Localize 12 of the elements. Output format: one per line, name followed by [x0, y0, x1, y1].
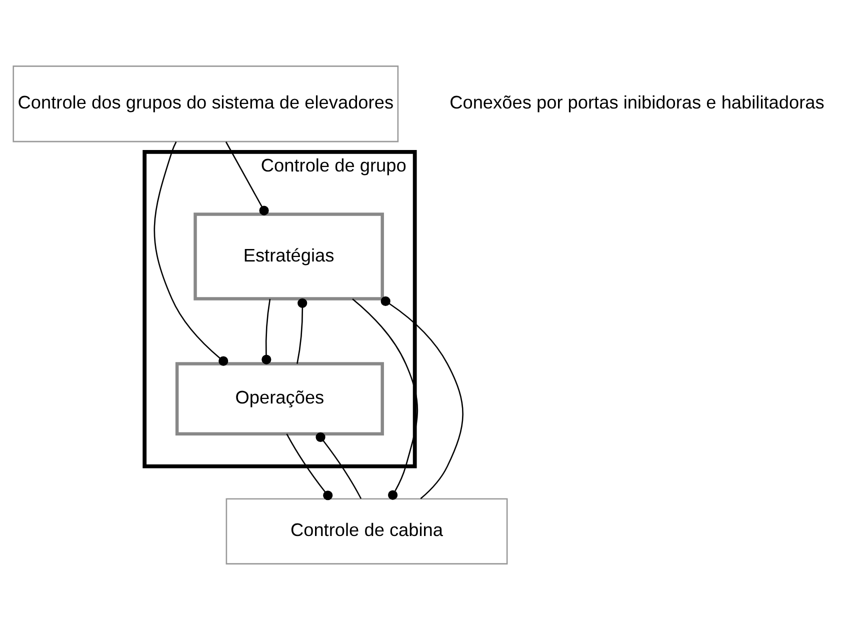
connector	[286, 434, 333, 500]
connector	[316, 432, 362, 499]
label: Conexões por portas inibidoras e habilitadoras	[450, 92, 824, 113]
connector	[380, 296, 464, 500]
connector	[225, 142, 269, 216]
connector	[352, 298, 418, 500]
node-box: Estratégias	[194, 212, 384, 300]
connector	[296, 298, 308, 364]
node-box: Controle dos grupos do sistema de elevadores	[12, 66, 399, 142]
node-box: Operações	[175, 362, 384, 436]
connector	[262, 298, 272, 364]
node-box: Controle de cabina	[226, 498, 508, 564]
